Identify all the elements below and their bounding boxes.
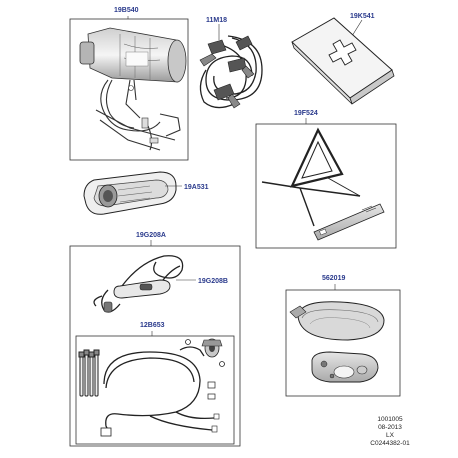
torch-icon bbox=[83, 171, 177, 215]
first-aid-kit-icon bbox=[291, 17, 395, 105]
jump-leads-icon bbox=[199, 35, 263, 109]
triangle-case-icon bbox=[313, 203, 385, 241]
panel-frame bbox=[285, 289, 401, 397]
catalogue-reference: C0244382-01 bbox=[370, 440, 410, 447]
panel-frame bbox=[69, 18, 189, 161]
part-label-19g208b[interactable]: 19G208B bbox=[198, 278, 228, 285]
charging-control-box-icon bbox=[103, 279, 171, 313]
drawing-date: 08-2013 bbox=[378, 424, 402, 431]
cross-icon bbox=[328, 39, 357, 66]
part-label-19b540[interactable]: 19B540 bbox=[114, 7, 139, 14]
socket-connector-icon bbox=[100, 338, 225, 437]
wiring-kit-frame bbox=[75, 335, 235, 445]
drawing-number: 1001005 bbox=[377, 416, 403, 423]
panel-bulb-kit: 562019 bbox=[285, 275, 401, 397]
inflator-canister-icon bbox=[79, 27, 187, 83]
battery-clamp-icon bbox=[199, 35, 255, 109]
panel-frame bbox=[69, 245, 241, 447]
valve-connector-icon bbox=[128, 85, 159, 144]
part-label-19f524[interactable]: 19F524 bbox=[294, 110, 318, 117]
inflator-hose-icon bbox=[95, 79, 181, 151]
first-aid-kit-group: 19K541 bbox=[291, 13, 395, 105]
panel-ev-cable: 19G208A 19G208B 12B653 bbox=[69, 232, 241, 447]
panel-warning-triangle: 19F524 bbox=[255, 110, 397, 249]
part-label-19k541[interactable]: 19K541 bbox=[350, 13, 375, 20]
model-code: LX bbox=[386, 432, 394, 439]
part-label-12b653[interactable]: 12B653 bbox=[140, 322, 165, 329]
part-label-19g208a[interactable]: 19G208A bbox=[136, 232, 166, 239]
drawing-reference-block: 1001005 08-2013 LX C0244382-01 bbox=[350, 416, 430, 448]
warning-triangle-icon bbox=[261, 127, 361, 227]
panel-torch: 19A531 bbox=[83, 171, 209, 215]
panel-frame bbox=[255, 123, 397, 249]
part-label-19a531[interactable]: 19A531 bbox=[184, 184, 209, 191]
bulb-case-icon bbox=[289, 301, 385, 341]
jump-leads-group: 11M18 bbox=[199, 17, 263, 109]
panel-tyre-inflator: 19B540 bbox=[69, 7, 189, 161]
bulb-tray-icon bbox=[311, 351, 379, 383]
part-label-11m18[interactable]: 11M18 bbox=[206, 17, 227, 24]
cable-ties-icon bbox=[78, 349, 100, 397]
wiring-harness-icon bbox=[103, 346, 215, 431]
part-label-562019[interactable]: 562019 bbox=[322, 275, 345, 282]
